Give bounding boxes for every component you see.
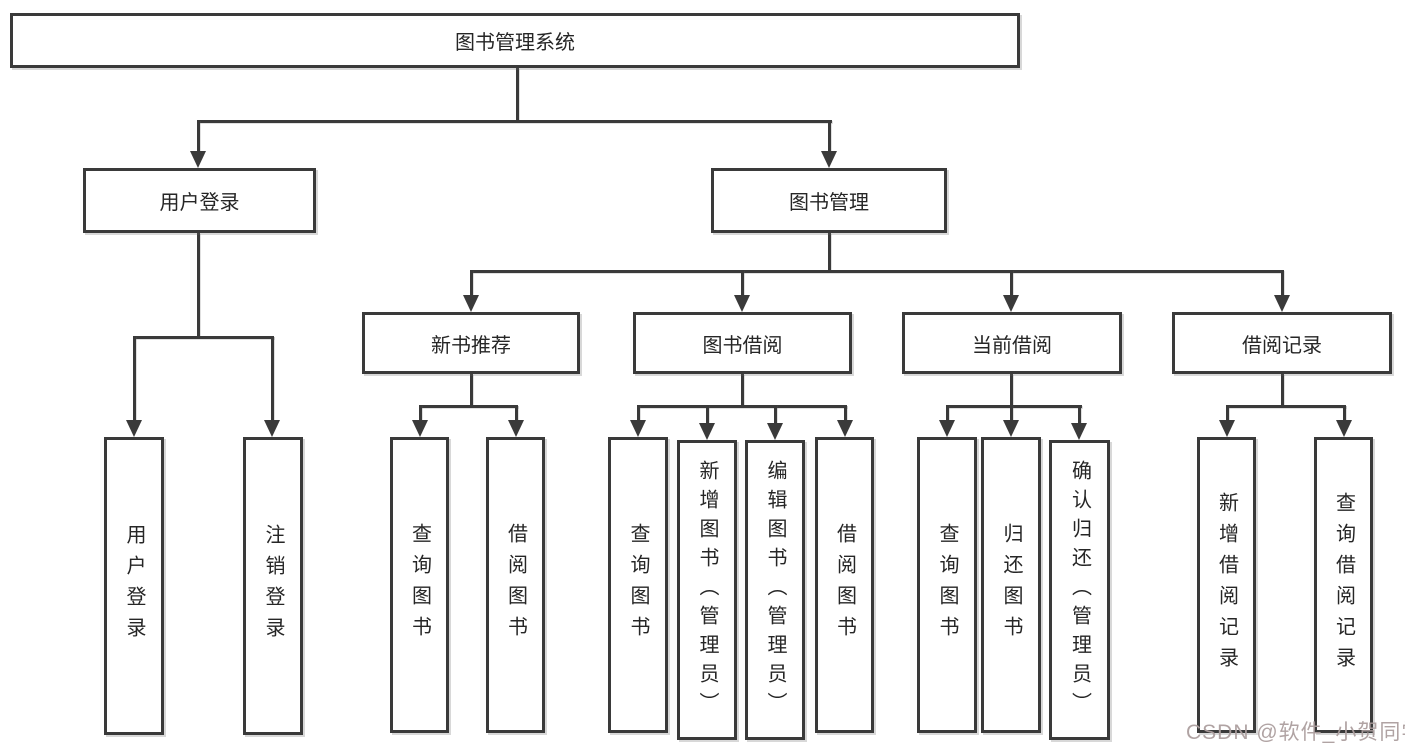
leaf-logout: 注销登录 xyxy=(243,437,303,735)
arrow-down-icon xyxy=(1219,420,1235,437)
connector-line xyxy=(515,405,518,420)
leaf-edit-books-admin: 编辑图书（管理员） xyxy=(745,440,805,740)
connector-line xyxy=(946,405,949,420)
connector-line xyxy=(828,120,831,151)
node-new-book-recommend-label: 新书推荐 xyxy=(431,334,511,357)
leaf-user-login-label: 用户登录 xyxy=(123,524,145,648)
arrow-down-icon xyxy=(1274,295,1290,312)
node-book-borrow-label: 图书借阅 xyxy=(702,334,783,357)
csdn-watermark: CSDN @软件_小贺同学 xyxy=(1186,721,1405,744)
node-root-system: 图书管理系统 xyxy=(10,13,1020,68)
leaf-logout-label: 注销登录 xyxy=(262,524,284,648)
arrow-down-icon xyxy=(630,420,646,437)
connector-line xyxy=(133,336,136,420)
leaf-query-books-borrow: 查询图书 xyxy=(608,437,668,733)
leaf-query-borrow-record: 查询借阅记录 xyxy=(1314,437,1373,733)
node-borrow-records-label: 借阅记录 xyxy=(1242,334,1322,357)
arrow-down-icon xyxy=(837,420,853,437)
arrow-down-icon xyxy=(734,295,750,312)
connector-line xyxy=(419,405,518,408)
leaf-confirm-return-admin-label: 确认归还（管理员） xyxy=(1068,459,1091,721)
connector-line xyxy=(470,374,473,405)
arrow-down-icon xyxy=(126,420,142,437)
arrow-down-icon xyxy=(412,420,428,437)
leaf-add-borrow-record: 新增借阅记录 xyxy=(1197,437,1256,733)
node-user-login: 用户登录 xyxy=(83,168,316,233)
node-borrow-records: 借阅记录 xyxy=(1172,312,1392,374)
leaf-return-books: 归还图书 xyxy=(981,437,1041,733)
connector-line xyxy=(1010,405,1013,420)
arrow-down-icon xyxy=(699,423,715,440)
arrow-down-icon xyxy=(767,423,783,440)
leaf-return-books-label: 归还图书 xyxy=(1000,523,1022,647)
connector-line xyxy=(516,68,519,120)
node-root-label: 图书管理系统 xyxy=(455,32,575,54)
node-book-management: 图书管理 xyxy=(711,168,947,233)
connector-line xyxy=(637,405,847,408)
leaf-query-books-recommend-label: 查询图书 xyxy=(408,523,431,647)
arrow-down-icon xyxy=(1003,420,1019,437)
leaf-borrow-books-recommend: 借阅图书 xyxy=(486,437,545,733)
connector-line xyxy=(844,405,847,420)
arrow-down-icon xyxy=(264,420,280,437)
arrow-down-icon xyxy=(508,420,524,437)
node-user-login-label: 用户登录 xyxy=(159,192,240,214)
connector-line xyxy=(946,405,1082,408)
connector-line xyxy=(1078,405,1081,423)
node-book-management-label: 图书管理 xyxy=(789,192,869,214)
arrow-down-icon xyxy=(821,151,837,168)
connector-line xyxy=(774,405,777,423)
node-book-borrow: 图书借阅 xyxy=(633,312,852,374)
connector-line xyxy=(197,120,832,123)
node-new-book-recommend: 新书推荐 xyxy=(362,312,580,374)
leaf-borrow-books-recommend-label: 借阅图书 xyxy=(504,523,527,647)
node-current-borrow-label: 当前借阅 xyxy=(972,334,1052,357)
leaf-query-books-current: 查询图书 xyxy=(917,437,977,733)
connector-line xyxy=(1226,405,1346,408)
leaf-query-borrow-record-label: 查询借阅记录 xyxy=(1332,492,1355,678)
leaf-query-books-borrow-label: 查询图书 xyxy=(627,523,649,647)
arrow-down-icon xyxy=(463,295,479,312)
leaf-add-books-admin-label: 新增图书（管理员） xyxy=(696,459,718,721)
connector-line xyxy=(706,405,709,423)
connector-line xyxy=(741,270,744,295)
connector-line xyxy=(741,374,744,405)
leaf-add-borrow-record-label: 新增借阅记录 xyxy=(1215,492,1238,678)
connector-line xyxy=(1010,374,1013,405)
connector-line xyxy=(197,120,200,151)
arrow-down-icon xyxy=(939,420,955,437)
connector-line xyxy=(1010,270,1013,295)
connector-line xyxy=(271,336,274,420)
connector-line xyxy=(1226,405,1229,420)
leaf-user-login: 用户登录 xyxy=(104,437,164,735)
connector-line xyxy=(419,405,422,420)
arrow-down-icon xyxy=(190,151,206,168)
connector-line xyxy=(637,405,640,420)
leaf-borrow-books: 借阅图书 xyxy=(815,437,874,733)
leaf-confirm-return-admin: 确认归还（管理员） xyxy=(1049,440,1110,740)
arrow-down-icon xyxy=(1336,420,1352,437)
leaf-query-books-recommend: 查询图书 xyxy=(390,437,449,733)
connector-line xyxy=(470,270,1282,273)
connector-line xyxy=(470,270,473,295)
connector-line xyxy=(197,233,200,336)
connector-line xyxy=(1343,405,1346,420)
leaf-query-books-current-label: 查询图书 xyxy=(936,523,958,647)
leaf-edit-books-admin-label: 编辑图书（管理员） xyxy=(764,459,786,721)
connector-line xyxy=(1281,374,1284,405)
connector-line xyxy=(1281,270,1284,295)
arrow-down-icon xyxy=(1071,423,1087,440)
leaf-borrow-books-label: 借阅图书 xyxy=(833,523,856,647)
connector-line xyxy=(828,233,831,270)
node-current-borrow: 当前借阅 xyxy=(902,312,1122,374)
arrow-down-icon xyxy=(1003,295,1019,312)
connector-line xyxy=(133,336,274,339)
leaf-add-books-admin: 新增图书（管理员） xyxy=(677,440,737,740)
